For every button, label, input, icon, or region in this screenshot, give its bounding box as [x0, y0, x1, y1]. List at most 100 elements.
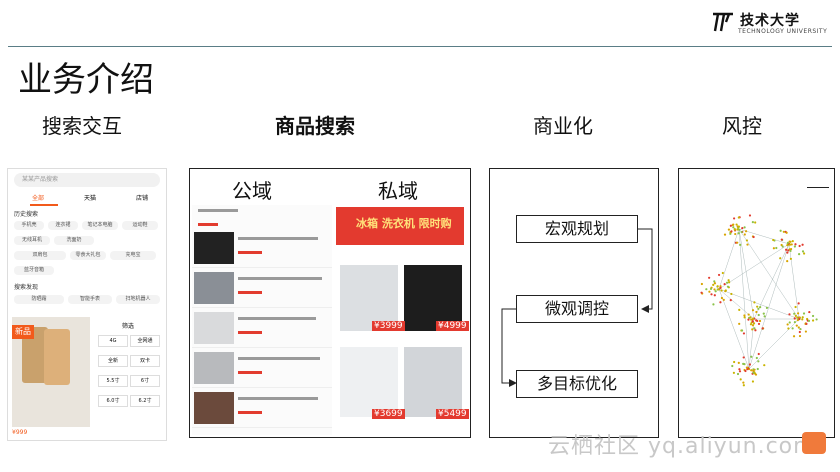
graph-node [781, 245, 784, 248]
store-banner[interactable]: 冰箱 洗衣机 限时购 [336, 207, 464, 245]
graph-node [798, 334, 802, 338]
filter-option[interactable]: 4G [98, 335, 128, 347]
graph-edge [718, 288, 750, 370]
history-chip[interactable]: 洗面奶 [54, 236, 94, 245]
product-thumbnail [194, 352, 234, 384]
graph-node [738, 308, 741, 311]
graph-node [708, 290, 711, 293]
graph-node [754, 373, 758, 376]
result-row[interactable] [192, 389, 332, 428]
result-tabs: 全部 天猫 店铺 [8, 191, 166, 205]
result-row[interactable] [192, 309, 332, 348]
private-domain-title: 私域 [378, 179, 418, 203]
price-tag: ¥5499 [436, 409, 469, 419]
history-chip[interactable]: 充电宝 [110, 251, 156, 260]
filter-option[interactable]: 5.5寸 [98, 375, 128, 387]
graph-edge [718, 243, 790, 290]
graph-node [788, 321, 791, 324]
category-commercialization: 商业化 [533, 114, 593, 138]
product-thumbnail [194, 392, 234, 424]
graph-node [811, 314, 815, 318]
graph-node [756, 305, 759, 308]
graph-node [815, 318, 818, 321]
graph-node [743, 316, 746, 319]
graph-node [738, 228, 741, 231]
graph-edge [738, 228, 755, 320]
graph-node [713, 288, 716, 291]
filter-option[interactable]: 6.2寸 [130, 395, 160, 407]
history-chip[interactable]: 笔记本电脑 [82, 221, 118, 230]
graph-node [805, 322, 808, 325]
product-price-line [238, 411, 262, 414]
graph-node [807, 319, 811, 322]
risk-control-graph [678, 168, 835, 438]
history-chip[interactable]: 零食大礼包 [70, 251, 106, 260]
graph-node [755, 319, 758, 322]
graph-node [741, 226, 744, 230]
tab-all[interactable]: 全部 [32, 195, 45, 202]
graph-node [738, 368, 741, 371]
graph-node [726, 285, 730, 288]
graph-node [797, 253, 801, 256]
filter-option[interactable]: 6寸 [130, 375, 160, 387]
graph-node [762, 312, 765, 315]
node-multi-objective-optimization: 多目标优化 [516, 370, 638, 398]
graph-node [721, 271, 724, 275]
discover-chip[interactable]: 智能手表 [68, 295, 112, 304]
graph-node [763, 364, 766, 367]
discover-label: 搜索发现 [14, 284, 39, 291]
history-chip[interactable]: 手机壳 [14, 221, 44, 230]
graph-node [743, 226, 746, 229]
search-input[interactable]: 某某产品搜索 [14, 173, 160, 187]
graph-node [729, 224, 732, 227]
history-chip[interactable]: 无线耳机 [14, 236, 50, 245]
graph-node [801, 316, 804, 319]
graph-node [727, 228, 731, 231]
graph-node [788, 313, 791, 316]
graph-node [793, 317, 796, 320]
graph-node [753, 301, 756, 304]
graph-node [786, 241, 789, 245]
graph-node [752, 235, 755, 239]
filter-option[interactable]: 全网通 [130, 335, 160, 347]
product-price: ¥999 [12, 429, 28, 436]
history-chip[interactable]: 双肩包 [14, 251, 66, 260]
filter-option[interactable]: 6.0寸 [98, 395, 128, 407]
graph-node [753, 327, 756, 330]
history-chip[interactable]: 蓝牙音箱 [14, 266, 54, 275]
graph-node [775, 246, 778, 250]
result-row[interactable] [192, 229, 332, 268]
graph-node [751, 380, 755, 383]
graph-node [733, 228, 736, 231]
discover-chip[interactable]: 扫地机器人 [116, 295, 160, 304]
graph-edge [738, 228, 750, 370]
graph-node [754, 329, 757, 332]
history-chip[interactable]: 运动鞋 [122, 221, 158, 230]
history-chip[interactable]: 连衣裙 [48, 221, 78, 230]
filter-option[interactable]: 全新 [98, 355, 128, 367]
graph-node [779, 229, 782, 232]
graph-node [738, 322, 741, 325]
graph-node [744, 230, 748, 233]
filter-option[interactable]: 双卡 [130, 355, 160, 367]
category-risk-control: 风控 [722, 114, 762, 138]
graph-node [738, 370, 742, 373]
graph-node [811, 319, 815, 322]
graph-node [751, 324, 755, 327]
graph-node [751, 221, 754, 224]
graph-node [732, 226, 735, 229]
graph-node [712, 283, 715, 286]
product-thumbnail [194, 232, 234, 264]
result-row[interactable] [192, 269, 332, 308]
result-row[interactable] [192, 349, 332, 388]
tab-tmall[interactable]: 天猫 [84, 195, 97, 202]
graph-node [750, 318, 753, 321]
graph-node [742, 356, 745, 359]
tab-shop[interactable]: 店铺 [136, 195, 149, 202]
graph-node [708, 276, 711, 279]
graph-node [757, 313, 760, 317]
search-bar [198, 209, 238, 212]
discover-chip[interactable]: 防晒霜 [14, 295, 64, 304]
graph-node [737, 232, 740, 235]
diagram-connectors [501, 228, 653, 387]
